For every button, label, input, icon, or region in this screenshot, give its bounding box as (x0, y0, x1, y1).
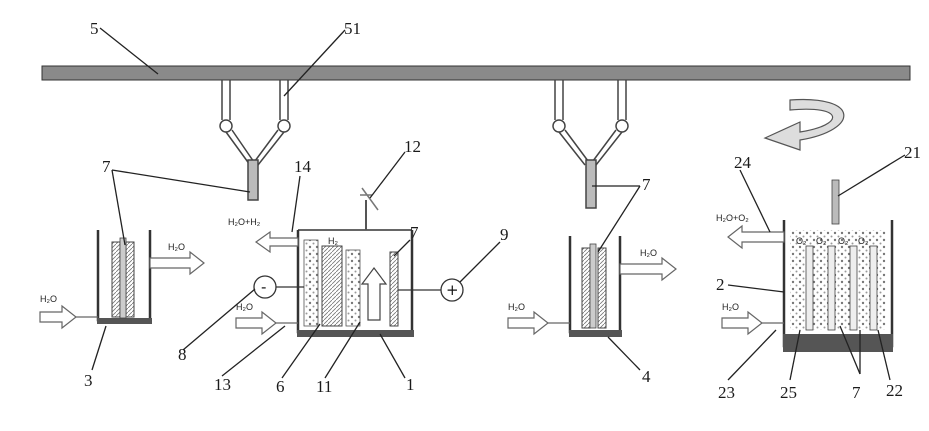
stream-label-2-in: H₂O (722, 302, 739, 312)
label-51: 51 (344, 19, 361, 38)
stream-label-1-out: H₂O+H₂ (228, 217, 261, 227)
minus-sign: - (261, 278, 266, 296)
stream-label-4-in: H₂O (508, 302, 525, 312)
label-7-left: 7 (102, 157, 111, 176)
label-11: 11 (316, 377, 332, 396)
label-8: 8 (178, 345, 187, 364)
label-12: 12 (404, 137, 421, 156)
plus-sign: + (446, 281, 459, 299)
gripper-middle (553, 80, 628, 208)
tank-2 (783, 180, 893, 352)
outlet-arrow-1 (256, 232, 298, 252)
tank-1 (297, 188, 414, 337)
outlet-arrow-2 (728, 226, 784, 248)
rotation-arrow-icon (765, 100, 844, 150)
o2-label: O₂ (796, 236, 807, 246)
h2-label: H₂ (328, 236, 338, 246)
outlet-arrow-3 (150, 252, 204, 274)
label-9: 9 (500, 225, 509, 244)
o2-label-2: O₂ (816, 236, 827, 246)
label-5: 5 (90, 19, 99, 38)
label-7-tank2: 7 (852, 383, 861, 402)
label-1: 1 (406, 375, 415, 394)
stream-label-2-out: H₂O+O₂ (716, 213, 749, 223)
o2-label-4: O₂ (858, 236, 869, 246)
inlet-arrow-3 (40, 306, 98, 328)
label-21: 21 (904, 143, 921, 162)
inlet-arrow-4 (508, 312, 570, 334)
tank-4 (569, 236, 622, 337)
label-4: 4 (642, 367, 651, 386)
gripper-left (220, 80, 290, 200)
label-24: 24 (734, 153, 752, 172)
label-13: 13 (214, 375, 231, 394)
stream-label-3-in: H₂O (40, 294, 57, 304)
stream-label-3-out: H₂O (168, 242, 185, 252)
overhead-rail (42, 66, 910, 80)
label-23: 23 (718, 383, 735, 402)
label-3: 3 (84, 371, 93, 390)
o2-label-3: O₂ (838, 236, 849, 246)
label-14: 14 (294, 157, 312, 176)
label-22: 22 (886, 381, 903, 400)
stream-label-4-out: H₂O (640, 248, 657, 258)
label-6: 6 (276, 377, 285, 396)
label-7-middle: 7 (642, 175, 651, 194)
label-25: 25 (780, 383, 797, 402)
label-7-tank1: 7 (410, 223, 419, 242)
outlet-arrow-4 (620, 258, 676, 280)
label-2: 2 (716, 275, 725, 294)
inlet-arrow-1 (236, 312, 298, 334)
